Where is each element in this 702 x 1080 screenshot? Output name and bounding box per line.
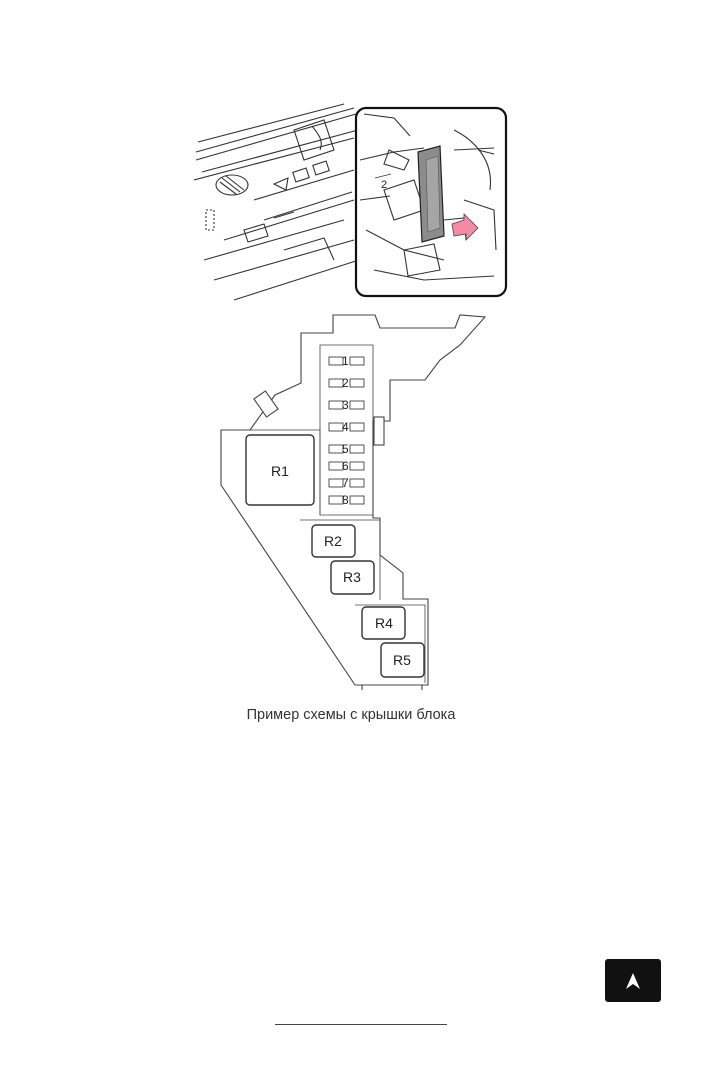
fuse-slot-3: 3 bbox=[328, 398, 365, 412]
relay-label: R4 bbox=[375, 615, 393, 631]
relay-r5: R5 bbox=[380, 642, 425, 678]
inset-callout-label: 2 bbox=[381, 179, 387, 191]
fuse-slot-1: 1 bbox=[328, 354, 365, 368]
footer-divider bbox=[275, 1024, 447, 1025]
fuse-slot-6: 6 bbox=[328, 459, 365, 473]
relay-r3: R3 bbox=[330, 560, 375, 595]
relay-label: R3 bbox=[343, 569, 361, 585]
dashboard-illustration: 2 bbox=[194, 103, 508, 301]
fuse-label: 2 bbox=[342, 376, 349, 390]
fuse-label: 8 bbox=[342, 493, 349, 507]
fuse-slot-4: 4 bbox=[328, 420, 365, 434]
fuse-slot-8: 8 bbox=[328, 493, 365, 507]
fuse-label: 5 bbox=[342, 442, 349, 456]
fuse-label: 4 bbox=[342, 420, 349, 434]
scroll-to-top-button[interactable] bbox=[605, 959, 661, 1002]
relay-r1: R1 bbox=[245, 434, 315, 506]
arrow-up-icon bbox=[626, 972, 640, 989]
diagram-caption: Пример схемы с крышки блока bbox=[246, 707, 456, 723]
fuse-label: 1 bbox=[342, 354, 349, 368]
fuse-label: 6 bbox=[342, 459, 349, 473]
fuse-slots: 1 2 3 4 5 6 7 bbox=[328, 354, 365, 507]
fuse-slot-2: 2 bbox=[328, 376, 365, 390]
fuse-label: 3 bbox=[342, 398, 349, 412]
fuse-box-diagram: 1 2 3 4 5 6 7 bbox=[220, 314, 487, 690]
fuse-slot-5: 5 bbox=[328, 442, 365, 456]
relay-label: R2 bbox=[324, 533, 342, 549]
relay-r2: R2 bbox=[311, 524, 356, 558]
fuse-label: 7 bbox=[342, 476, 349, 490]
fuse-slot-7: 7 bbox=[328, 476, 365, 490]
relay-r4: R4 bbox=[361, 606, 406, 640]
removal-arrow-icon bbox=[451, 213, 479, 241]
relay-label: R1 bbox=[271, 463, 289, 479]
relay-label: R5 bbox=[393, 652, 411, 668]
